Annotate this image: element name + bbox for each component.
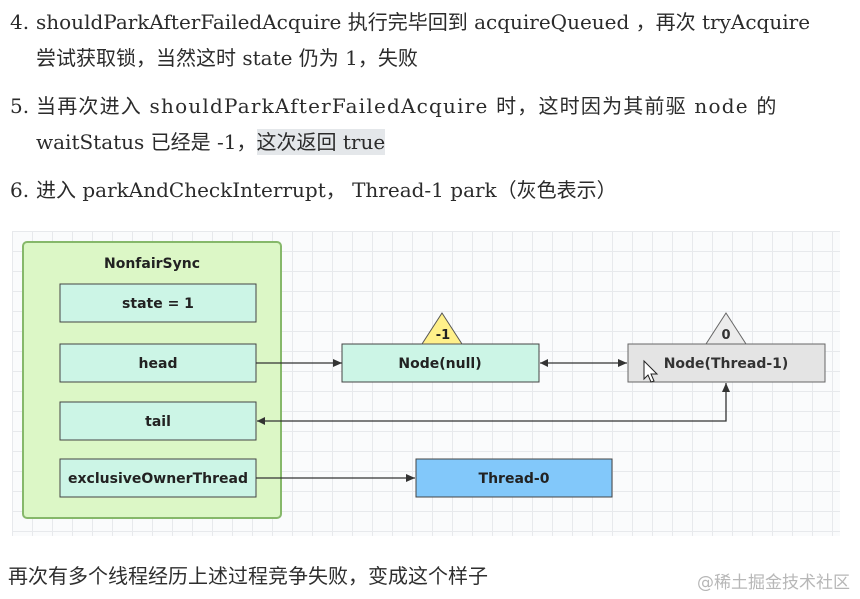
tail-field-box: [59, 401, 257, 441]
step-text-line: shouldParkAfterFailedAcquire 执行完毕回到 acqu…: [36, 10, 811, 34]
nonfairsync-label: NonfairSync: [104, 256, 200, 272]
step-number: 5.: [10, 94, 30, 118]
owner-thread-field-box: [59, 458, 257, 498]
node-thread1-waitstatus-triangle: [705, 312, 747, 345]
step-number: 6.: [10, 178, 30, 202]
aqs-diagram: NonfairSync state = 1 head tail exclusiv…: [12, 231, 840, 536]
head-field-label: head: [139, 356, 178, 372]
step-text-line: 尝试获取锁，当然这时 state 仍为 1，失败: [36, 46, 418, 70]
highlighted-text: 这次返回 true: [256, 129, 386, 155]
cursor-icon: [643, 359, 659, 383]
state-field-box: [59, 283, 257, 323]
step-6-paragraph: 6.进入 parkAndCheckInterrupt， Thread-1 par…: [10, 172, 850, 208]
node-null-waitstatus-triangle: [421, 312, 463, 345]
owner-thread-field-label: exclusiveOwnerThread: [68, 471, 248, 487]
node-null-label: Node(null): [398, 356, 481, 372]
footer-text: 再次有多个线程经历上述过程竞争失败，变成这个样子: [8, 564, 488, 588]
diagram-canvas: NonfairSync state = 1 head tail exclusiv…: [22, 241, 826, 519]
tail-to-node-thread1-arrow: [257, 383, 730, 425]
step-5-paragraph: 5.当再次进入 shouldParkAfterFailedAcquire 时，这…: [10, 88, 850, 160]
watermark: @稀土掘金技术社区: [697, 573, 850, 593]
state-field-label: state = 1: [122, 296, 194, 312]
step-number: 4.: [10, 10, 30, 34]
step-text-line: 进入 parkAndCheckInterrupt， Thread-1 park（…: [36, 178, 617, 202]
thread0-box: [415, 458, 613, 498]
step-text-line: 当再次进入 shouldParkAfterFailedAcquire 时，这时因…: [36, 94, 778, 118]
step-text-line: waitStatus 已经是 -1，: [36, 130, 257, 154]
head-field-box: [59, 343, 257, 383]
tail-field-label: tail: [145, 414, 171, 430]
node-null-box: [341, 343, 540, 383]
node-thread1-waitstatus: 0: [721, 328, 730, 343]
node-thread1-label: Node(Thread-1): [664, 356, 789, 372]
step-4-paragraph: 4.shouldParkAfterFailedAcquire 执行完毕回到 ac…: [10, 4, 850, 76]
thread0-label: Thread-0: [479, 471, 550, 487]
node-null-waitstatus: -1: [436, 328, 450, 343]
